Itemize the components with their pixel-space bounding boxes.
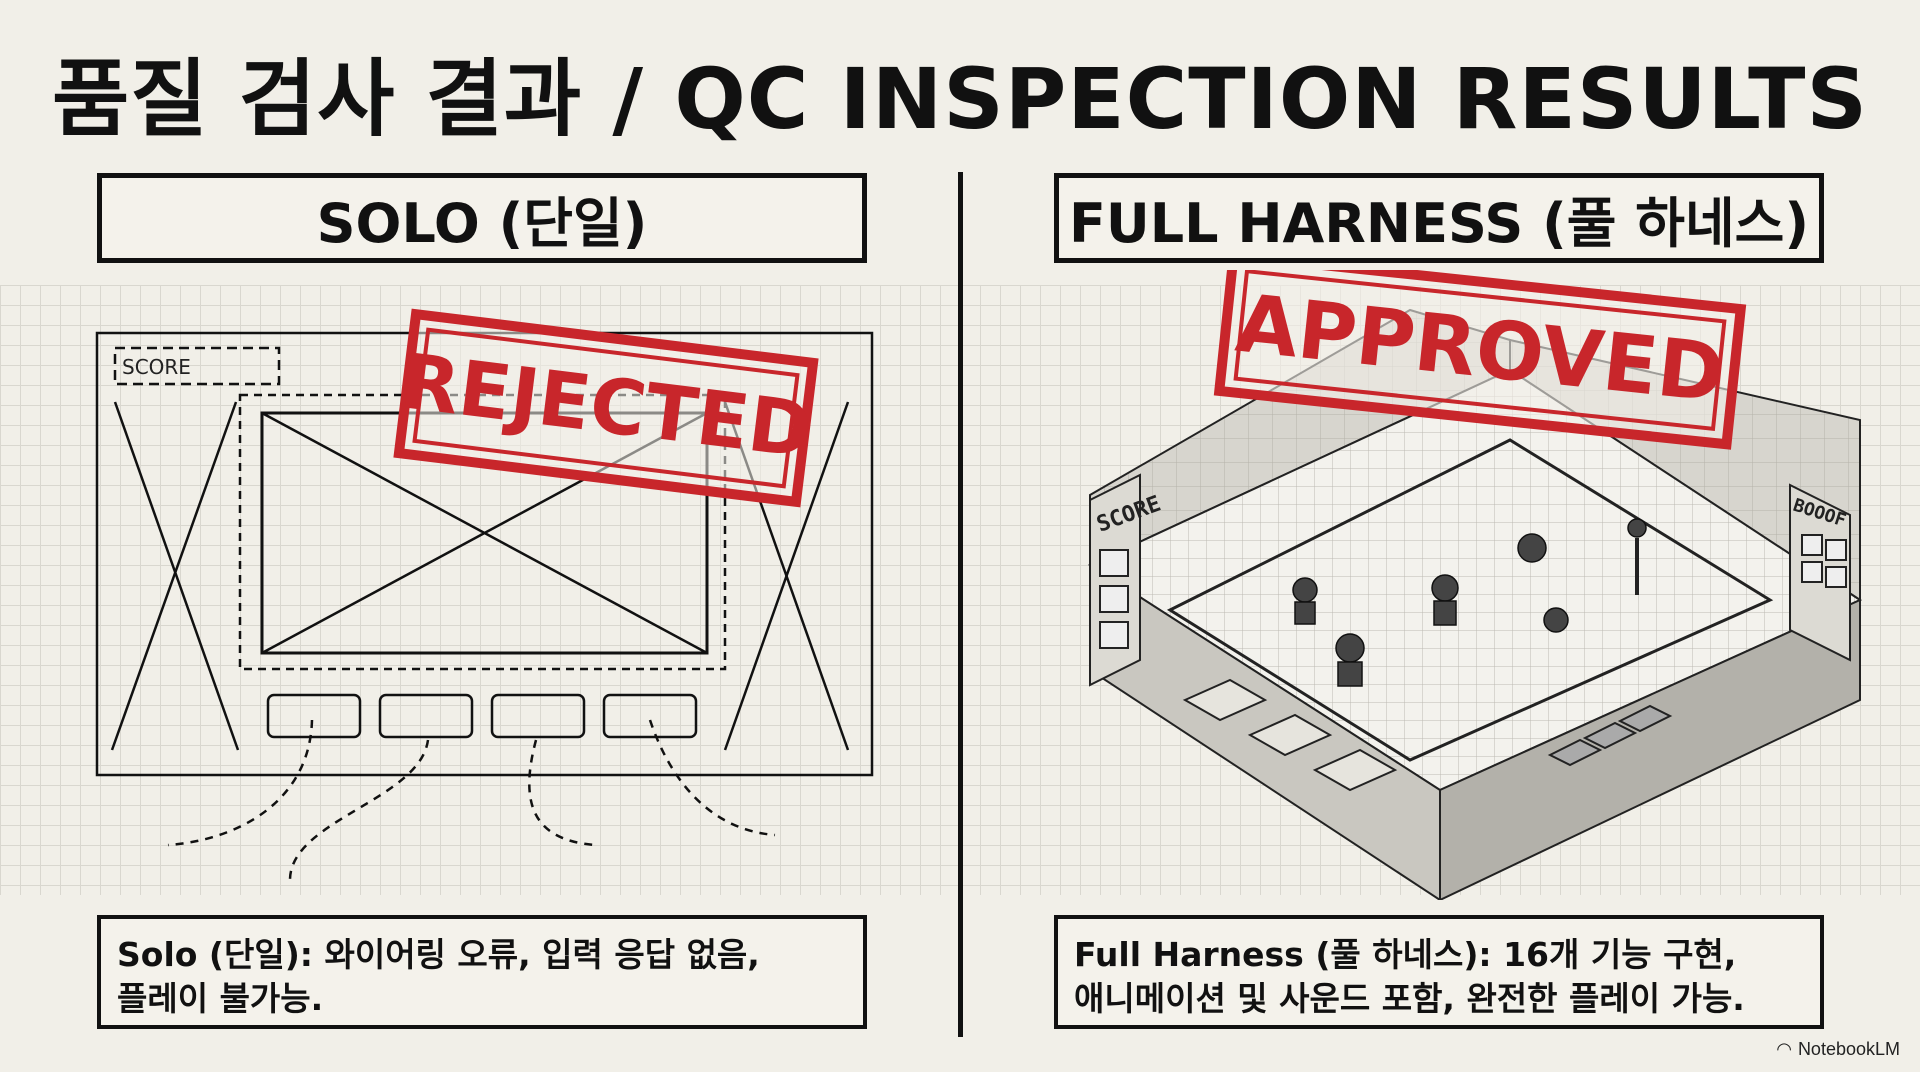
full-harness-header: FULL HARNESS (풀 하네스) (1054, 173, 1824, 263)
full-harness-caption-line-2: 애니메이션 및 사운드 포함, 완전한 플레이 가능. (1074, 979, 1745, 1018)
floor-pad-1 (1182, 678, 1268, 722)
page-title: 품질 검사 결과 / QC INSPECTION RESULTS (52, 50, 1868, 148)
score-label: SCORE (122, 355, 191, 379)
brand-label: NotebookLM (1797, 1039, 1900, 1059)
console-button-3 (1617, 704, 1673, 733)
full-harness-caption-line-1: Full Harness (풀 하네스): 16개 기능 구현, (1074, 935, 1737, 974)
solo-caption-line-2: 플레이 불가능. (117, 979, 324, 1018)
dpad-down (1099, 585, 1129, 613)
score-placeholder (113, 346, 281, 386)
sprite-character-1 (1292, 577, 1318, 603)
notebooklm-logo-icon: ◠ (1776, 1039, 1792, 1059)
dpad-left (1099, 621, 1129, 649)
solo-caption: Solo (단일): 와이어링 오류, 입력 응답 없음, 플레이 불가능. (97, 915, 867, 1029)
rejected-stamp: REJECTED (393, 308, 819, 508)
console-button-1 (1547, 738, 1603, 767)
solo-wireframe-illustration: SCORE REJECTED (95, 308, 874, 881)
sprite-character-3 (1335, 633, 1365, 663)
sprite-character-2 (1431, 574, 1459, 602)
full-harness-game-illustration: SCORE BOOOF APPROVED (1087, 270, 1863, 900)
floor-pad-2 (1247, 713, 1333, 757)
wire-button-4 (602, 693, 698, 739)
solo-header: SOLO (단일) (97, 173, 867, 263)
full-harness-caption: Full Harness (풀 하네스): 16개 기능 구현, 애니메이션 및… (1054, 915, 1824, 1029)
left-column-cross (113, 401, 240, 751)
wire-button-2 (378, 693, 474, 739)
notebooklm-watermark: ◠ NotebookLM (1776, 1039, 1900, 1060)
play-arena (1166, 438, 1774, 762)
approved-stamp: APPROVED (1213, 270, 1747, 450)
dpad-up (1099, 549, 1129, 577)
base-front-right (1439, 598, 1861, 900)
sprite-lamp-post (1627, 518, 1647, 538)
floor-pad-3 (1312, 748, 1398, 792)
broken-wire-1 (167, 719, 314, 847)
wire-button-3 (490, 693, 586, 739)
sprite-enemy-1 (1517, 533, 1547, 563)
wire-button-1 (266, 693, 362, 739)
broken-wire-4 (648, 719, 776, 837)
broken-wire-3 (528, 739, 596, 847)
console-button-2 (1582, 721, 1638, 750)
center-divider (958, 172, 963, 1037)
solo-caption-line-1: Solo (단일): 와이어링 오류, 입력 응답 없음, (117, 935, 760, 974)
broken-wire-2 (288, 739, 430, 881)
sprite-enemy-2 (1543, 607, 1569, 633)
